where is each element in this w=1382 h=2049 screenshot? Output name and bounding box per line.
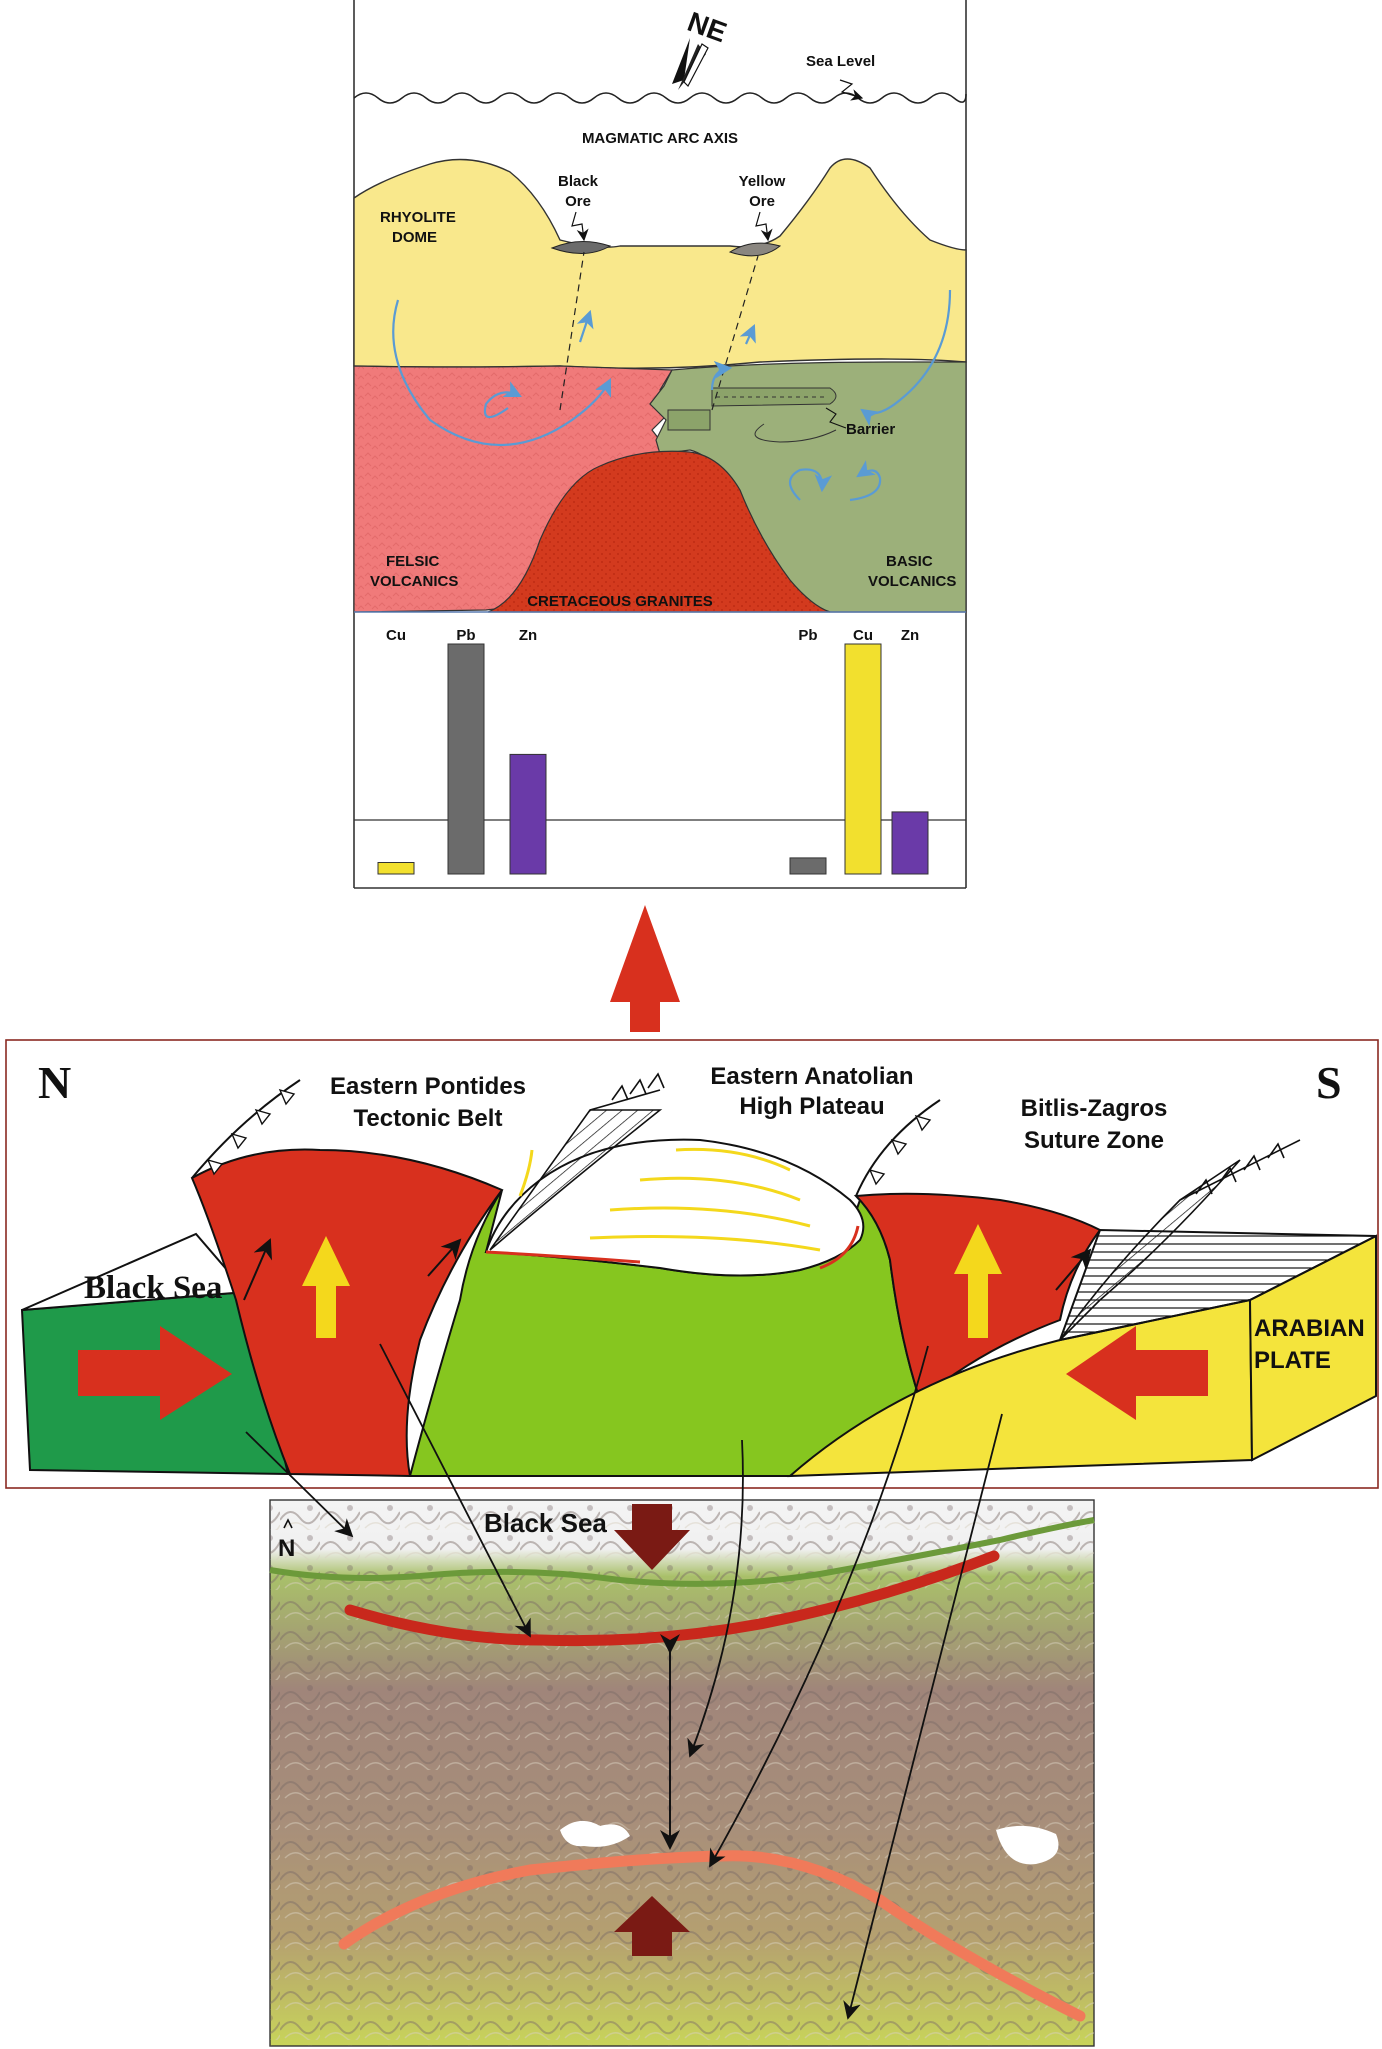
left-thrust-line	[191, 1079, 301, 1179]
pontides-uplift-arrow-icon	[302, 1236, 350, 1338]
south-label: S	[1316, 1057, 1342, 1108]
arabian-label-2: PLATE	[1254, 1347, 1331, 1374]
bar-label-0-zn: Zn	[519, 627, 537, 644]
tectonic-block-diagram: N S Eastern Pontides Tectonic Belt Easte…	[5, 1039, 1379, 1489]
arabian-plate-block	[787, 1298, 1254, 1478]
black-ore-lens	[550, 241, 612, 254]
basic-label-1: BASIC	[886, 553, 933, 570]
black-sea-block-label: Black Sea	[84, 1270, 222, 1306]
cap-red-right	[819, 1225, 860, 1270]
rhyolite-label-1: RHYOLITE	[380, 209, 456, 226]
granites-label: CRETACEOUS GRANITES	[527, 593, 713, 610]
felsic-label-1: FELSIC	[386, 553, 440, 570]
lake-shape-2	[996, 1825, 1059, 1865]
correlation-arrows	[245, 1343, 1003, 2020]
pontides-belt	[190, 1148, 504, 1478]
fault-arrow-left	[243, 1238, 273, 1301]
ore-metal-bar-chart: Cu Pb Zn Pb Cu Zn	[354, 627, 966, 875]
uplift-arrow-icon	[610, 905, 680, 1032]
barrier-label: Barrier	[846, 421, 895, 438]
black-ore-label-1: Black	[558, 173, 599, 190]
north-label: N	[38, 1057, 71, 1108]
bar-label-1-zn: Zn	[901, 627, 919, 644]
arabian-thrust-wedge	[1059, 1159, 1241, 1341]
compass-arrow-icon	[672, 38, 709, 90]
arabian-push-arrow-icon	[1066, 1326, 1208, 1420]
black-sea-push-arrow-icon	[78, 1326, 232, 1420]
arc-axis-label: MAGMATIC ARC AXIS	[582, 130, 738, 147]
sea-level-leader	[839, 79, 864, 101]
south-compression-arrow-icon	[614, 1896, 690, 1956]
bitlis-uplift-arrow-icon	[954, 1224, 1002, 1338]
black-ore-label-2: Ore	[565, 193, 591, 210]
black-sea-top-surface	[21, 1232, 249, 1311]
yellow-ore-feeder	[711, 255, 759, 411]
bar-label-1-pb: Pb	[798, 627, 817, 644]
geology-cross-section: NE Sea Level MAGMATIC ARC AXIS RHYOLITE …	[353, 0, 967, 889]
sea-level-label: Sea Level	[806, 53, 875, 70]
map-black-sea-label: Black Sea	[484, 1508, 607, 1538]
arabian-label-1: ARABIAN	[1254, 1315, 1365, 1342]
barrier-step	[667, 409, 711, 431]
bar-1-cu	[844, 643, 882, 875]
bar-label-0-pb: Pb	[456, 627, 475, 644]
bar-label-1-cu: Cu	[853, 627, 873, 644]
yellow-ore-leader	[755, 211, 773, 242]
anatolian-label-1: Eastern Anatolian	[710, 1063, 913, 1090]
bar-1-pb	[789, 857, 827, 875]
bar-1-zn	[891, 811, 929, 875]
black-ore-leader	[571, 211, 589, 242]
yellow-ore-label-1: Yellow	[739, 173, 786, 190]
yellow-ore-lens	[728, 242, 782, 257]
sea-level-line	[353, 92, 967, 104]
lake-shape	[560, 1820, 630, 1847]
felsic-label-2: VOLCANICS	[370, 573, 458, 590]
left-thrust-teeth	[206, 1088, 296, 1176]
bar-0-cu	[377, 862, 415, 875]
north-compression-arrow-icon	[614, 1504, 690, 1570]
bar-0-pb	[447, 643, 485, 875]
right-thrust-teeth	[868, 1114, 932, 1186]
plateau-yellow-strata	[518, 1147, 821, 1252]
basic-label-2: VOLCANICS	[868, 573, 956, 590]
black-ore-feeder	[559, 251, 585, 411]
map-north-label: N	[278, 1535, 295, 1562]
cretaceous-granite-body	[487, 450, 831, 613]
rhyolite-label-2: DOME	[392, 229, 437, 246]
map-north-arrow-icon	[283, 1518, 293, 1529]
barrier-flow-line	[754, 423, 837, 443]
relief-map: Black Sea N	[269, 1499, 1095, 2047]
bitlis-label-2: Suture Zone	[1024, 1127, 1164, 1154]
bitlis-label-1: Bitlis-Zagros	[1021, 1095, 1168, 1122]
fault-arrow-mid	[427, 1238, 462, 1277]
barrier-leader	[825, 407, 847, 429]
bar-label-0-cu: Cu	[386, 627, 406, 644]
arabian-thrust-teeth	[1179, 1139, 1301, 1201]
anatolian-label-2: High Plateau	[739, 1093, 884, 1120]
pontides-label-2: Tectonic Belt	[354, 1105, 503, 1132]
pontides-thrust-teeth	[589, 1072, 665, 1111]
coastline	[269, 1517, 1095, 1587]
rhyolite-dome-layer	[353, 158, 967, 369]
pontides-label-1: Eastern Pontides	[330, 1073, 526, 1100]
fluid-flow-arrows	[392, 289, 952, 502]
bar-0-zn	[509, 753, 547, 875]
right-thrust-line	[855, 1099, 941, 1197]
cap-red-left	[485, 1250, 641, 1264]
pontides-thrust-wedge	[489, 1109, 663, 1251]
yellow-ore-label-2: Ore	[749, 193, 775, 210]
fault-arrow-right	[1055, 1248, 1092, 1291]
